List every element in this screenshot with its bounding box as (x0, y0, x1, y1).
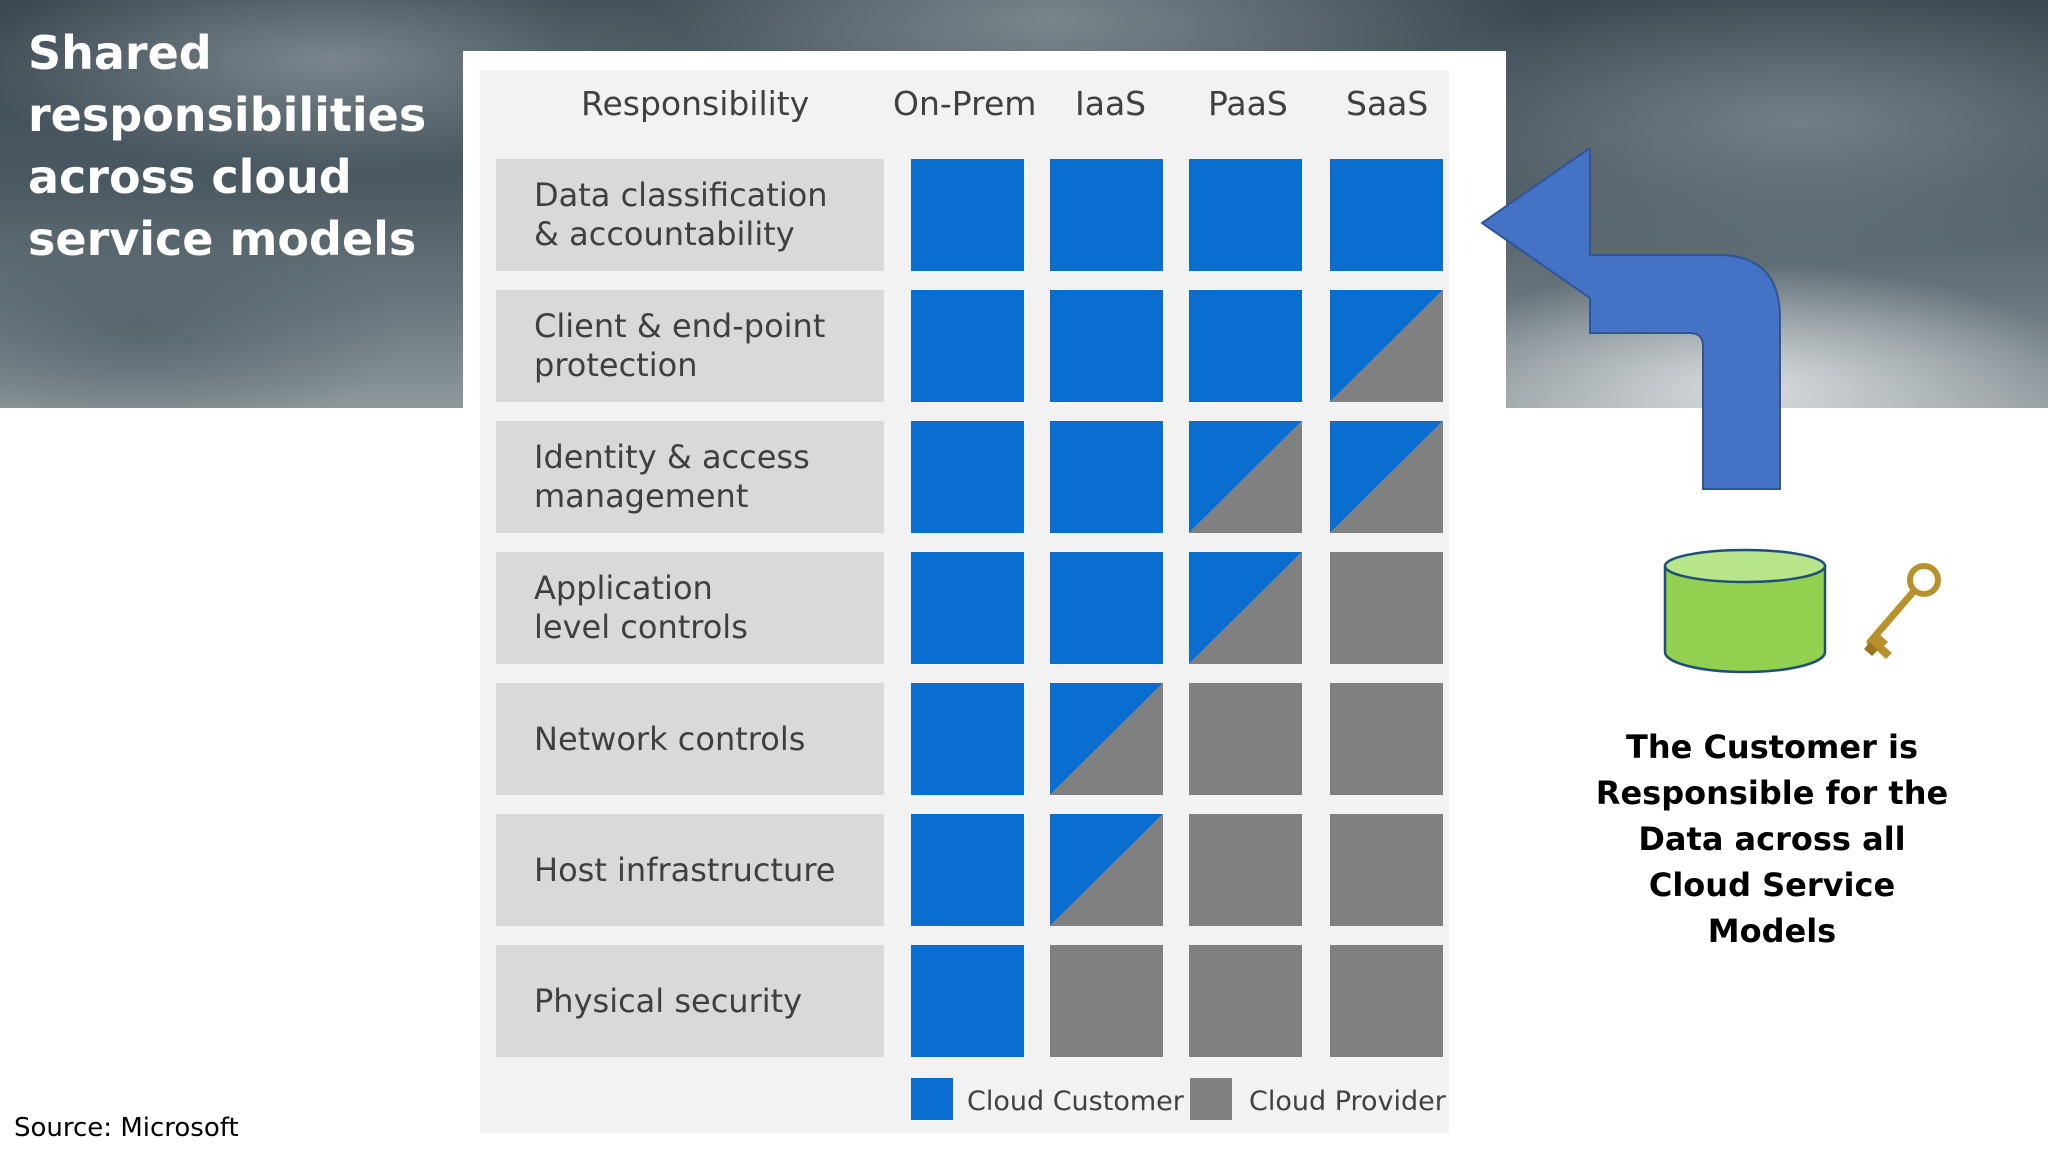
row-label-line: Application (534, 569, 713, 607)
row-label-line: Client & end-point (534, 307, 826, 345)
title-line: Shared (28, 26, 212, 80)
cell-customer (1050, 552, 1163, 664)
row-label-line: level controls (534, 608, 748, 646)
note-line: Cloud Service (1648, 866, 1896, 904)
cell-customer (911, 159, 1024, 271)
cell-customer (1050, 421, 1163, 533)
row-label-line: Host infrastructure (534, 850, 836, 889)
header-saas: SaaS (1346, 84, 1429, 123)
row-label-line: Identity & access (534, 438, 810, 476)
cell-customer (911, 290, 1024, 402)
cell-provider (1189, 945, 1302, 1057)
cell-shared (1189, 552, 1302, 664)
row-label-line: Data classification (534, 176, 828, 214)
cell-customer (1330, 159, 1443, 271)
row-label-line: protection (534, 346, 698, 384)
legend-provider-swatch (1190, 1078, 1232, 1120)
header-paas: PaaS (1208, 84, 1288, 123)
header-iaas: IaaS (1075, 84, 1147, 123)
customer-responsibility-note: The Customer is Responsible for the Data… (1592, 724, 1952, 954)
key-icon (1864, 563, 1941, 659)
title-line: across cloud (28, 150, 352, 204)
cell-provider (1189, 683, 1302, 795)
row-label-identity-access: Identity & access management (496, 421, 884, 533)
cell-customer (1189, 159, 1302, 271)
row-label-line: Physical security (534, 981, 803, 1020)
cell-customer (911, 814, 1024, 926)
cell-customer (1189, 290, 1302, 402)
note-line: Responsible for the (1595, 774, 1949, 812)
cell-customer (911, 552, 1024, 664)
cell-shared (1330, 290, 1443, 402)
row-label-line: & accountability (534, 215, 795, 253)
cell-provider (1330, 945, 1443, 1057)
row-label-physical-security: Physical security (496, 945, 884, 1057)
cell-shared (1050, 814, 1163, 926)
title-line: service models (28, 212, 417, 266)
row-label-host-infrastructure: Host infrastructure (496, 814, 884, 926)
row-label-line: management (534, 477, 749, 515)
note-line: Data across all (1638, 820, 1906, 858)
note-line: The Customer is (1625, 728, 1919, 766)
legend-provider-label: Cloud Provider (1249, 1086, 1446, 1117)
row-label-network-controls: Network controls (496, 683, 884, 795)
cell-provider (1330, 552, 1443, 664)
cell-customer (911, 421, 1024, 533)
header-on-prem: On-Prem (893, 84, 1037, 123)
cell-provider (1330, 683, 1443, 795)
row-label-data-classification: Data classification & accountability (496, 159, 884, 271)
cell-provider (1189, 814, 1302, 926)
cell-shared (1189, 421, 1302, 533)
row-label-application-controls: Application level controls (496, 552, 884, 664)
curved-arrow-icon (1480, 148, 1781, 490)
row-label-client-endpoint: Client & end-point protection (496, 290, 884, 402)
header-responsibility: Responsibility (581, 84, 810, 123)
cell-shared (1050, 683, 1163, 795)
database-cylinder-icon (1663, 548, 1827, 674)
title-line: responsibilities (28, 88, 427, 142)
source-credit: Source: Microsoft (14, 1113, 239, 1143)
cell-provider (1050, 945, 1163, 1057)
legend-customer-swatch (911, 1078, 953, 1120)
cell-customer (911, 683, 1024, 795)
cell-customer (911, 945, 1024, 1057)
note-line: Models (1707, 912, 1837, 950)
page-title: Shared responsibilities across cloud ser… (28, 22, 426, 270)
cell-customer (1050, 290, 1163, 402)
cell-customer (1050, 159, 1163, 271)
cell-shared (1330, 421, 1443, 533)
legend-customer-label: Cloud Customer (967, 1086, 1184, 1117)
cell-provider (1330, 814, 1443, 926)
row-label-line: Network controls (534, 719, 806, 758)
